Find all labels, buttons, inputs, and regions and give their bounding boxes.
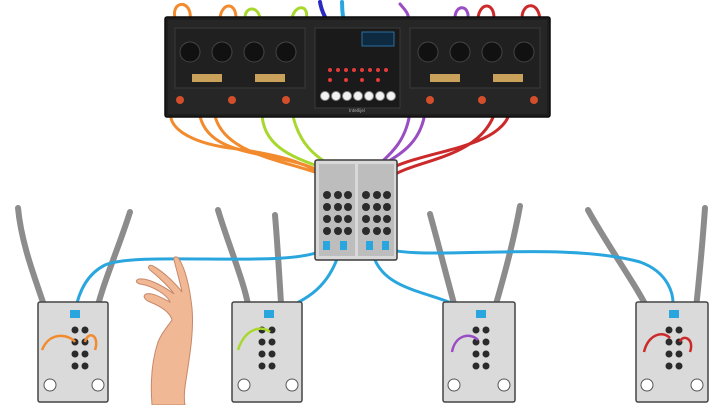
satellite-3 <box>442 301 516 403</box>
hub-module <box>314 159 398 261</box>
main-unit-center-section: Intellijel <box>314 27 401 113</box>
main-unit-brand-label: Intellijel <box>349 108 365 113</box>
hand-icon <box>136 256 194 406</box>
main-unit-right-section <box>409 27 541 104</box>
main-unit-left-section <box>174 27 306 104</box>
satellite-2 <box>231 301 303 403</box>
satellite-4 <box>635 301 709 403</box>
satellite-1 <box>37 301 109 403</box>
main-unit: Intellijel <box>164 16 551 118</box>
grey-cables <box>15 203 708 321</box>
